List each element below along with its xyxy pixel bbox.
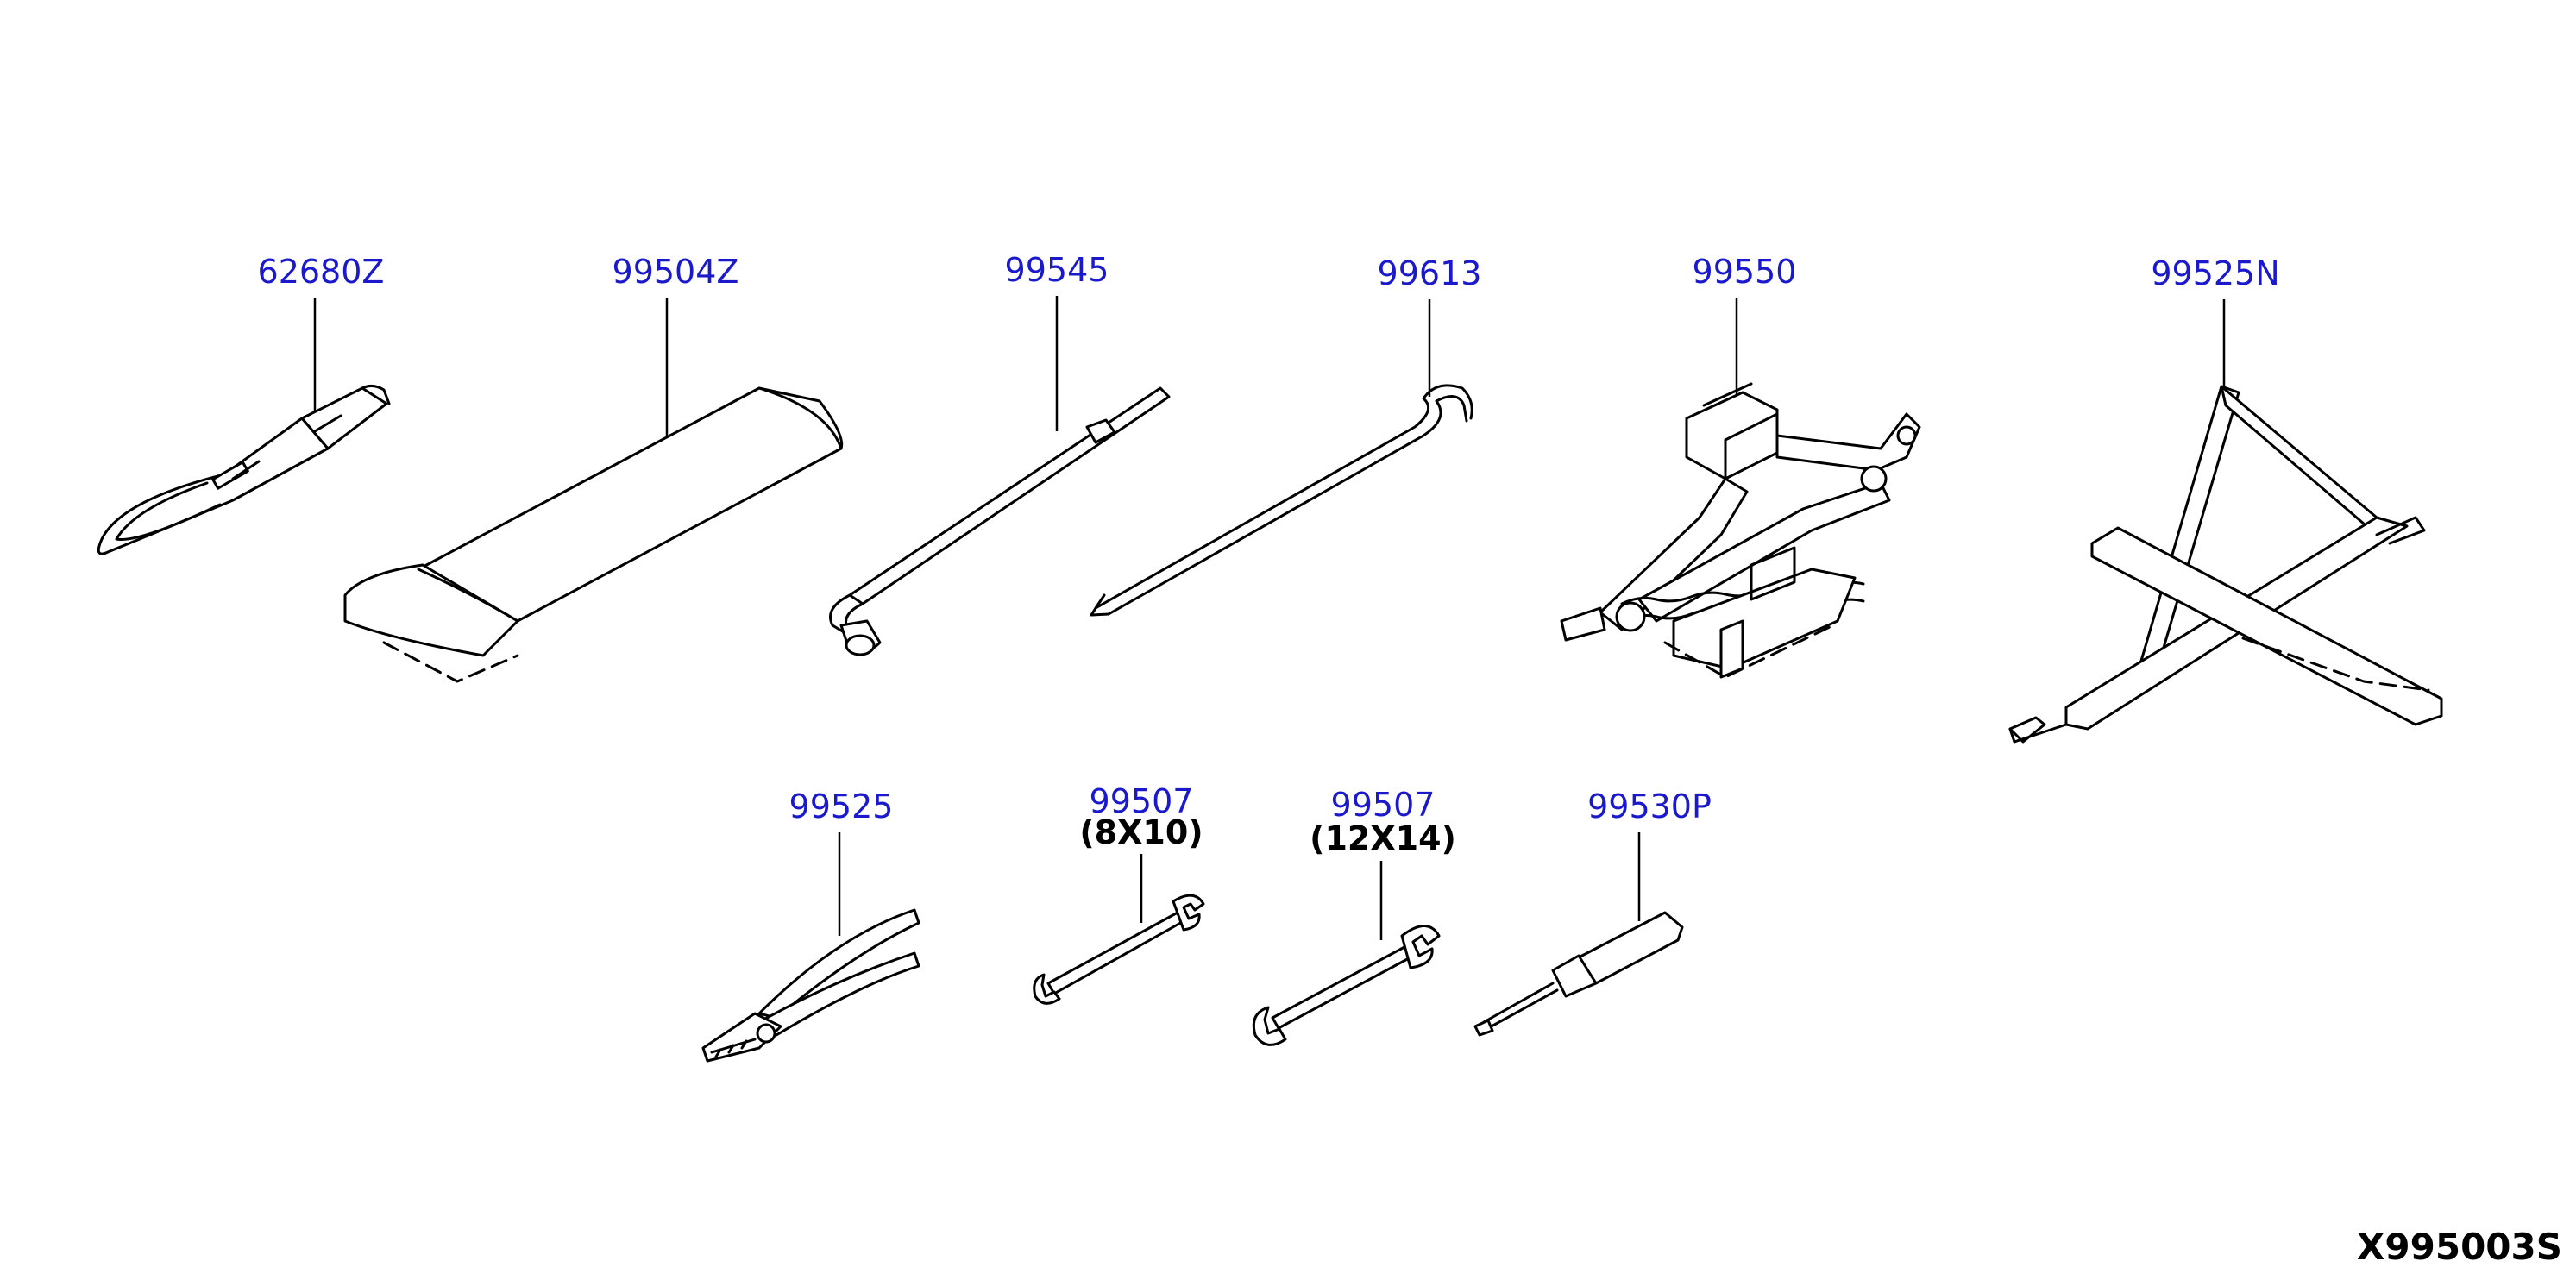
part-label-99507-large[interactable]: 99507 (1331, 786, 1436, 824)
size-note-12x14: (12X14) (1310, 819, 1456, 857)
part-label-99525N[interactable]: 99525N (2151, 254, 2279, 292)
part-label-99507-small[interactable]: 99507 (1090, 782, 1194, 820)
pliers-callout[interactable]: 99525 (789, 787, 894, 936)
size-note-8x10: (8X10) (1079, 813, 1203, 851)
wrench-large-drawing (1252, 925, 1441, 1046)
tool-bag-drawing (343, 386, 844, 683)
part-label-99530P[interactable]: 99530P (1587, 787, 1712, 825)
part-label-99613[interactable]: 99613 (1378, 254, 1482, 292)
part-label-62680Z[interactable]: 62680Z (258, 253, 385, 291)
pliers-drawing (701, 908, 920, 1063)
wrench-small-callout[interactable]: 99507 (8X10) (1079, 782, 1203, 923)
part-label-99545[interactable]: 99545 (1005, 251, 1109, 289)
screwdriver-drawing (1473, 911, 1684, 1037)
screwdriver-callout[interactable]: 99530P (1587, 787, 1712, 921)
jack-drawing (1560, 382, 1921, 679)
part-label-99525[interactable]: 99525 (789, 787, 894, 825)
tool-bag-callout[interactable]: 99504Z (613, 253, 739, 436)
jack-bracket-callout[interactable]: 99525N (2151, 254, 2280, 388)
tow-hook-drawing (97, 384, 391, 555)
jack-callout[interactable]: 99550 (1693, 253, 1797, 397)
tow-hook-callout[interactable]: 62680Z (258, 253, 385, 414)
part-label-99550[interactable]: 99550 (1693, 253, 1797, 291)
wheel-wrench-callout[interactable]: 99545 (1005, 251, 1109, 431)
jack-handle-callout[interactable]: 99613 (1378, 254, 1482, 397)
wrench-large-callout[interactable]: 99507 (12X14) (1310, 786, 1456, 940)
part-label-99504Z[interactable]: 99504Z (613, 253, 739, 291)
jack-bracket-drawing (2008, 385, 2443, 744)
diagram-code: X995003S (2357, 1226, 2562, 1268)
wrench-small-drawing (1033, 894, 1205, 1005)
jack-handle-drawing (1090, 384, 1473, 617)
wheel-wrench-drawing (829, 386, 1171, 656)
